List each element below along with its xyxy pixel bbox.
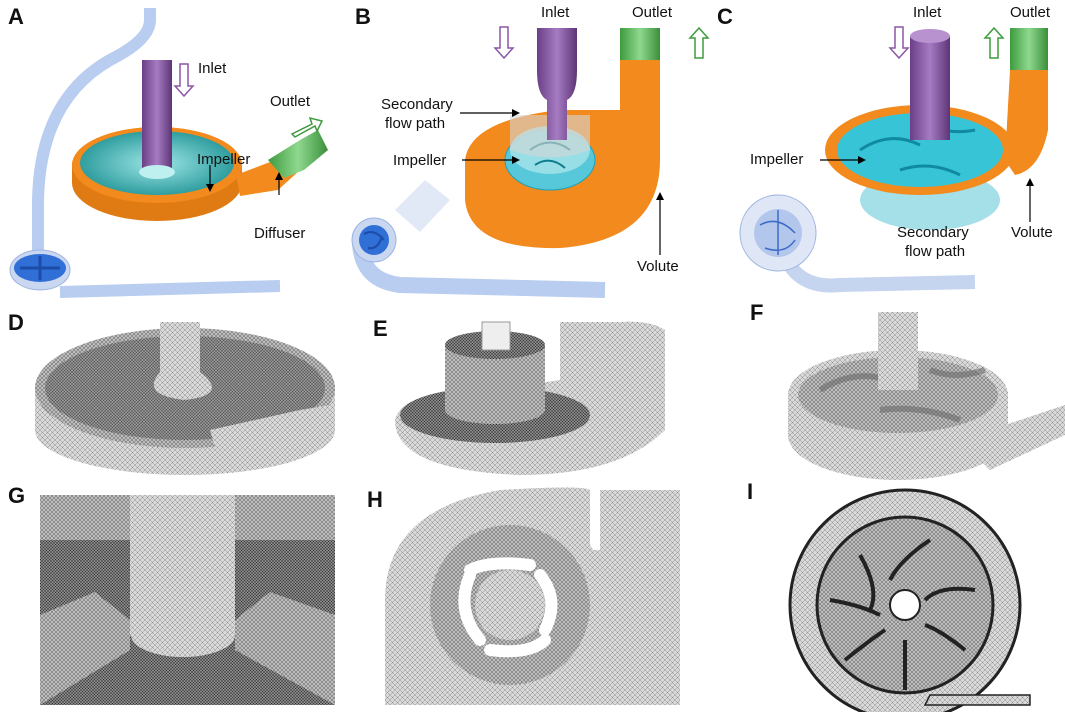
label-c-secondary-line2: flow path (905, 243, 966, 260)
panel-label-e: E (373, 316, 388, 341)
panel-i-mesh (788, 488, 1031, 712)
panel-label-a: A (8, 4, 24, 29)
panel-label-i: I (747, 479, 754, 504)
label-b-secondary-line2: flow path (385, 115, 446, 132)
panel-f-mesh (788, 312, 1065, 480)
label-c-impeller: Impeller (750, 151, 804, 168)
label-c-outlet: Outlet (1010, 4, 1051, 21)
panel-c-illustration (739, 26, 1048, 293)
label-c-inlet: Inlet (913, 4, 942, 21)
label-b-inlet: Inlet (541, 4, 570, 21)
label-b-volute: Volute (637, 258, 679, 275)
panel-label-h: H (367, 487, 383, 512)
panel-label-c: C (717, 4, 733, 29)
panel-label-b: B (355, 4, 371, 29)
label-b-outlet: Outlet (632, 4, 673, 21)
label-b-secondary-line1: Secondary (381, 96, 453, 113)
label-a-inlet: Inlet (198, 60, 227, 77)
panel-d-mesh (35, 322, 335, 475)
panel-label-f: F (750, 300, 764, 325)
panel-h-mesh (385, 487, 680, 705)
label-a-diffuser: Diffuser (254, 225, 306, 242)
panel-label-g: G (8, 483, 26, 508)
panel-a-illustration (9, 8, 328, 298)
label-c-volute: Volute (1011, 224, 1053, 241)
panel-g-mesh (40, 495, 335, 705)
label-a-impeller: Impeller (197, 151, 251, 168)
panel-e-mesh (395, 321, 665, 475)
label-c-secondary-line1: Secondary (897, 224, 969, 241)
label-b-impeller: Impeller (393, 152, 447, 169)
panel-b-illustration (351, 26, 710, 298)
label-a-outlet: Outlet (270, 93, 311, 110)
panel-label-d: D (8, 310, 24, 335)
